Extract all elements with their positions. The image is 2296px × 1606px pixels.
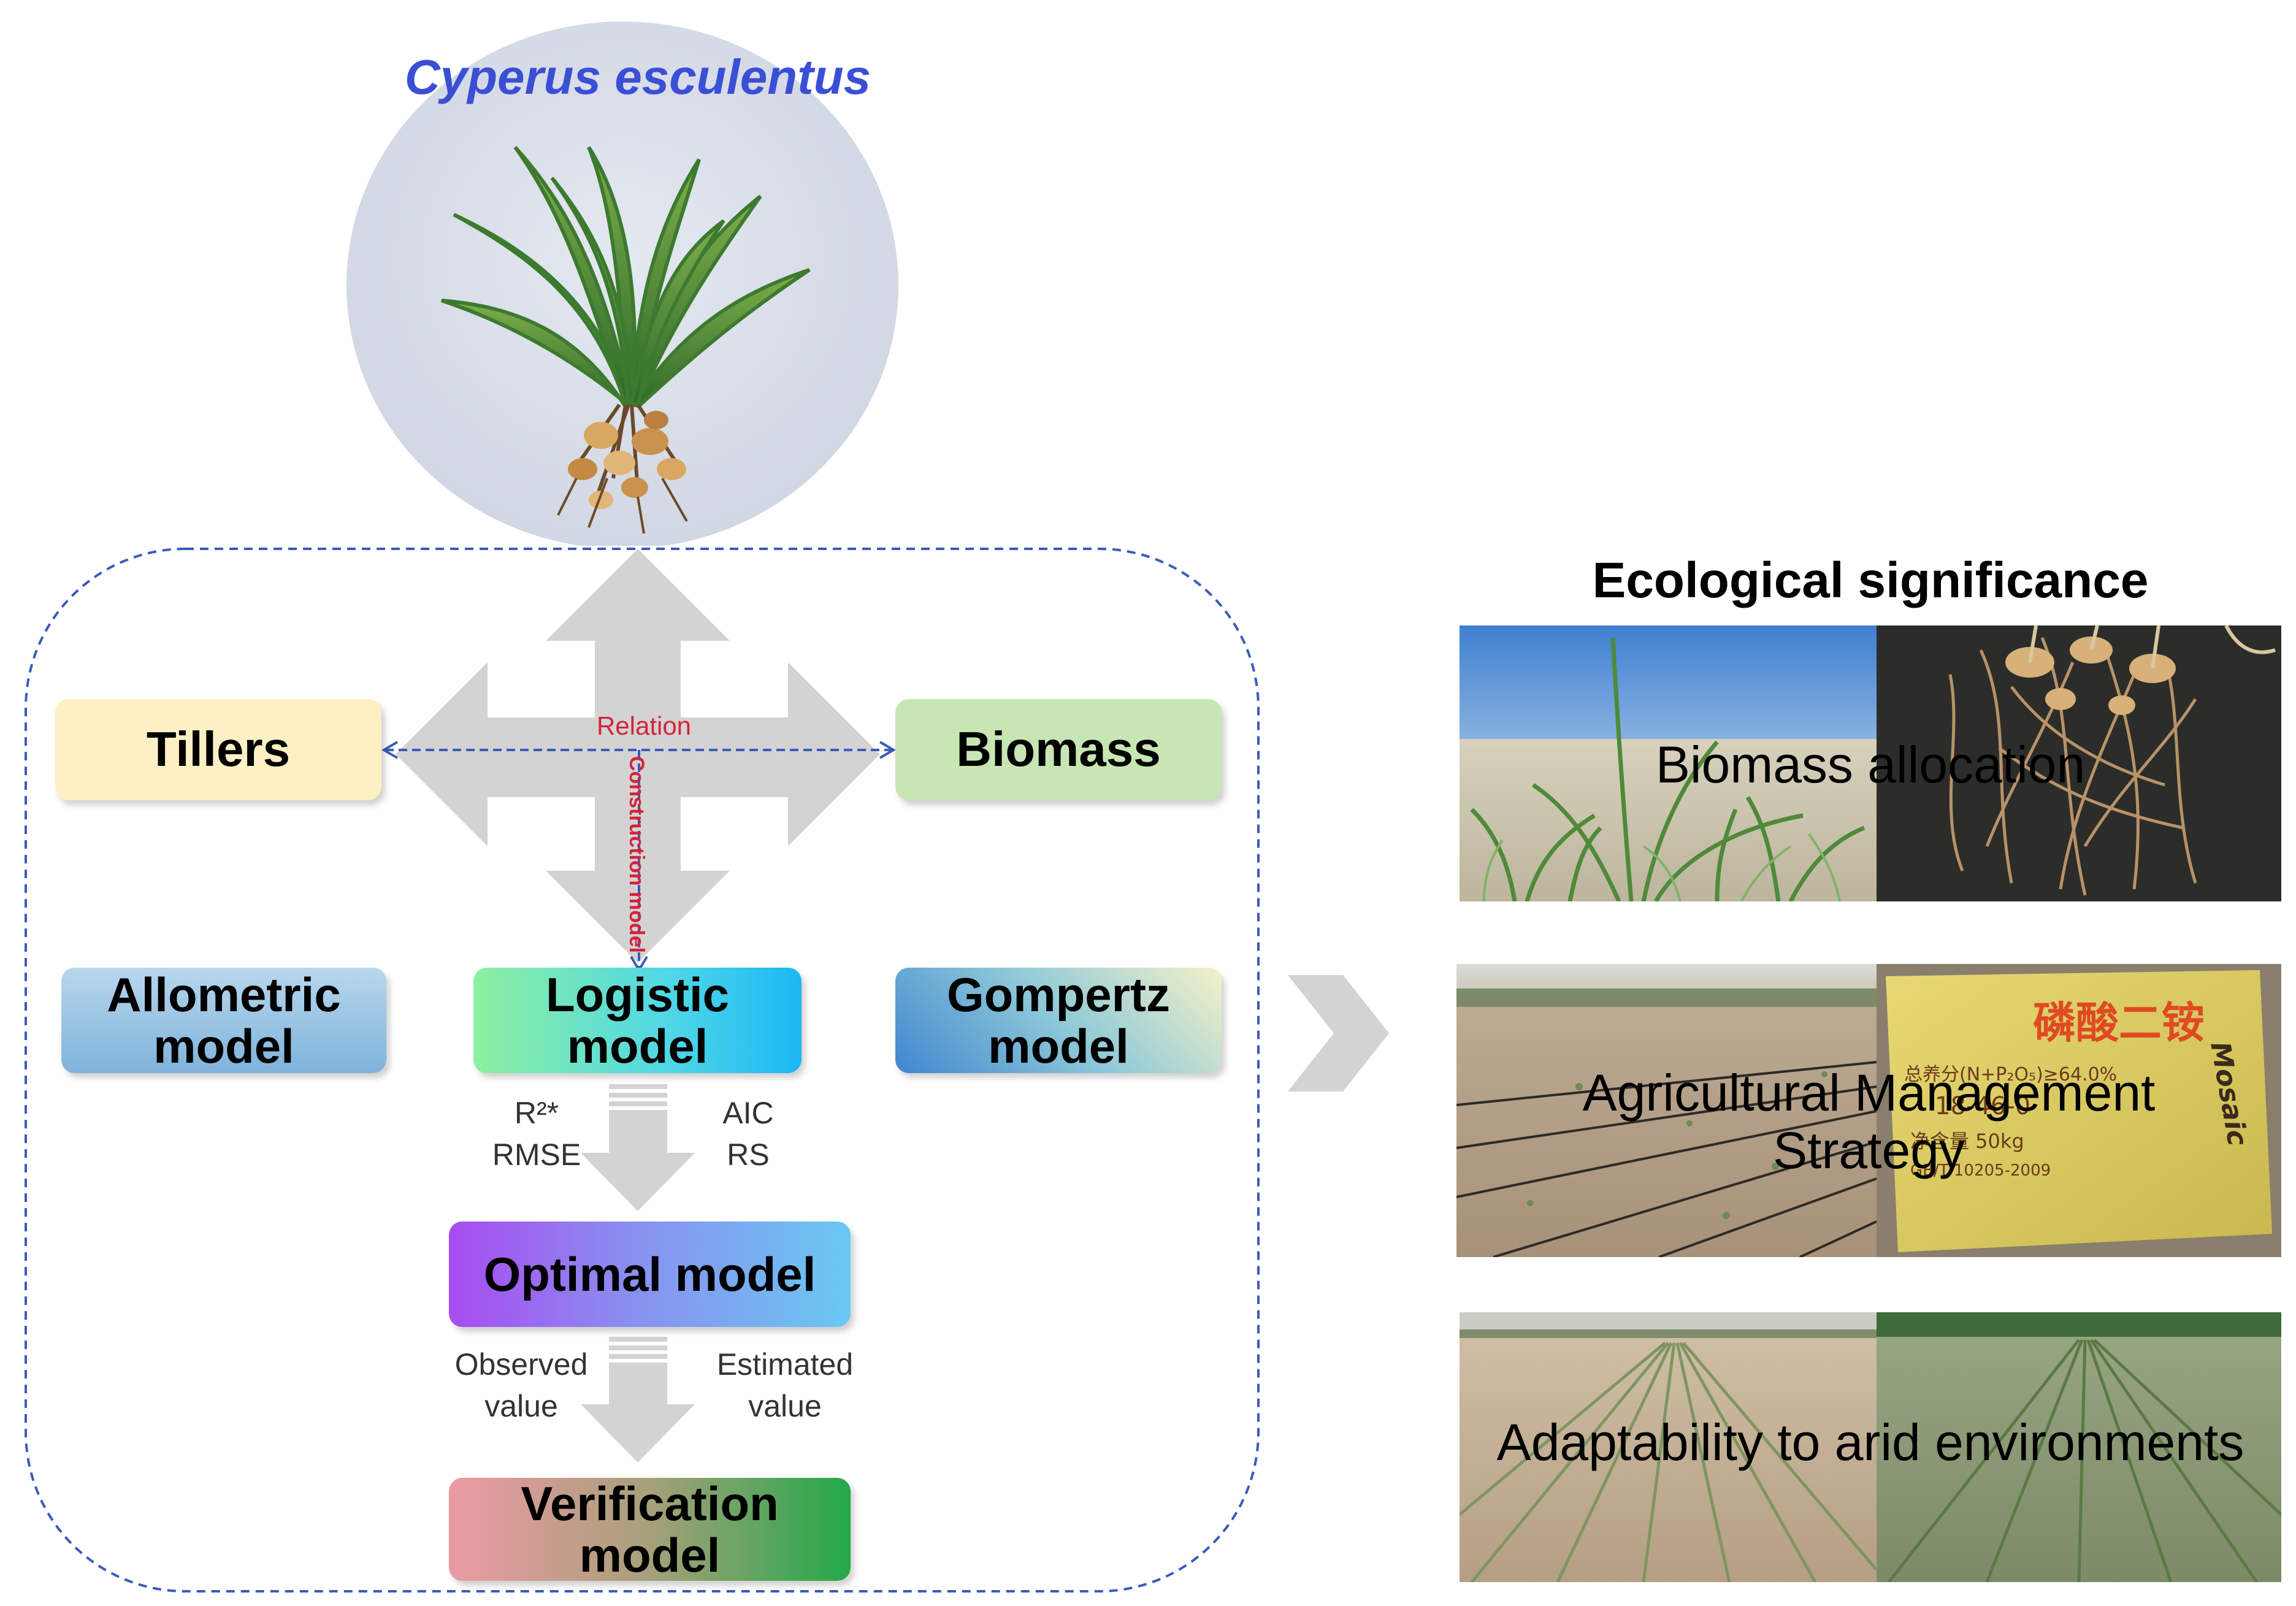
photo-panel-management: 磷酸二铵 Mosaic 总养分(N+P₂O₅)≥64.0% 18-46-0 净含… [1456,964,2281,1257]
bag-line-1: 总养分(N+P₂O₅)≥64.0% [1904,1064,2117,1085]
bag-line-2: 18-46-0 [1935,1092,2030,1120]
photo-grass-roots [1460,625,2281,901]
panel-label-arid: Adaptability to arid environments [1496,1413,2244,1471]
ecological-heading: Ecological significance [1592,553,2149,608]
observed-value-label: Observed value [454,1347,588,1423]
species-title: Cyperus esculentus [404,50,871,104]
leaves-icon [441,145,811,408]
bag-main-text: 磷酸二铵 [2033,998,2205,1048]
verification-model-box: Verification model [449,1478,851,1581]
bag-line-3: 净含量 50kg [1910,1130,2024,1153]
chevron-right-icon [1288,975,1389,1092]
gompertz-model-box: Gompertz model [895,968,1222,1073]
biomass-box: Biomass [895,699,1222,800]
plant-illustration [346,21,898,546]
photo-panel-arid [1460,1312,2281,1582]
photo-field-fertilizer: 磷酸二铵 Mosaic 总养分(N+P₂O₅)≥64.0% 18-46-0 净含… [1456,964,2281,1257]
relation-label: Relation [596,711,692,740]
allometric-model-box: Allometric model [61,968,386,1073]
r2-rmse-label: R²* RMSE [492,1096,581,1172]
aic-rs-label: AIC RS [722,1096,774,1172]
tillers-box: Tillers [55,699,381,800]
bag-line-4: GB/T 10205-2009 [1910,1161,2051,1180]
photo-arid-fields [1460,1312,2281,1582]
panel-label-management: Agricultural Management Strategy [1582,1064,2156,1180]
panel-label-biomass: Biomass allocation [1655,736,2086,793]
photo-panel-biomass [1460,625,2281,901]
estimated-value-label: Estimated value [716,1347,854,1423]
tubers-icon [557,403,688,534]
logistic-model-box: Logistic model [473,968,802,1073]
optimal-model-box: Optimal model [449,1222,851,1327]
